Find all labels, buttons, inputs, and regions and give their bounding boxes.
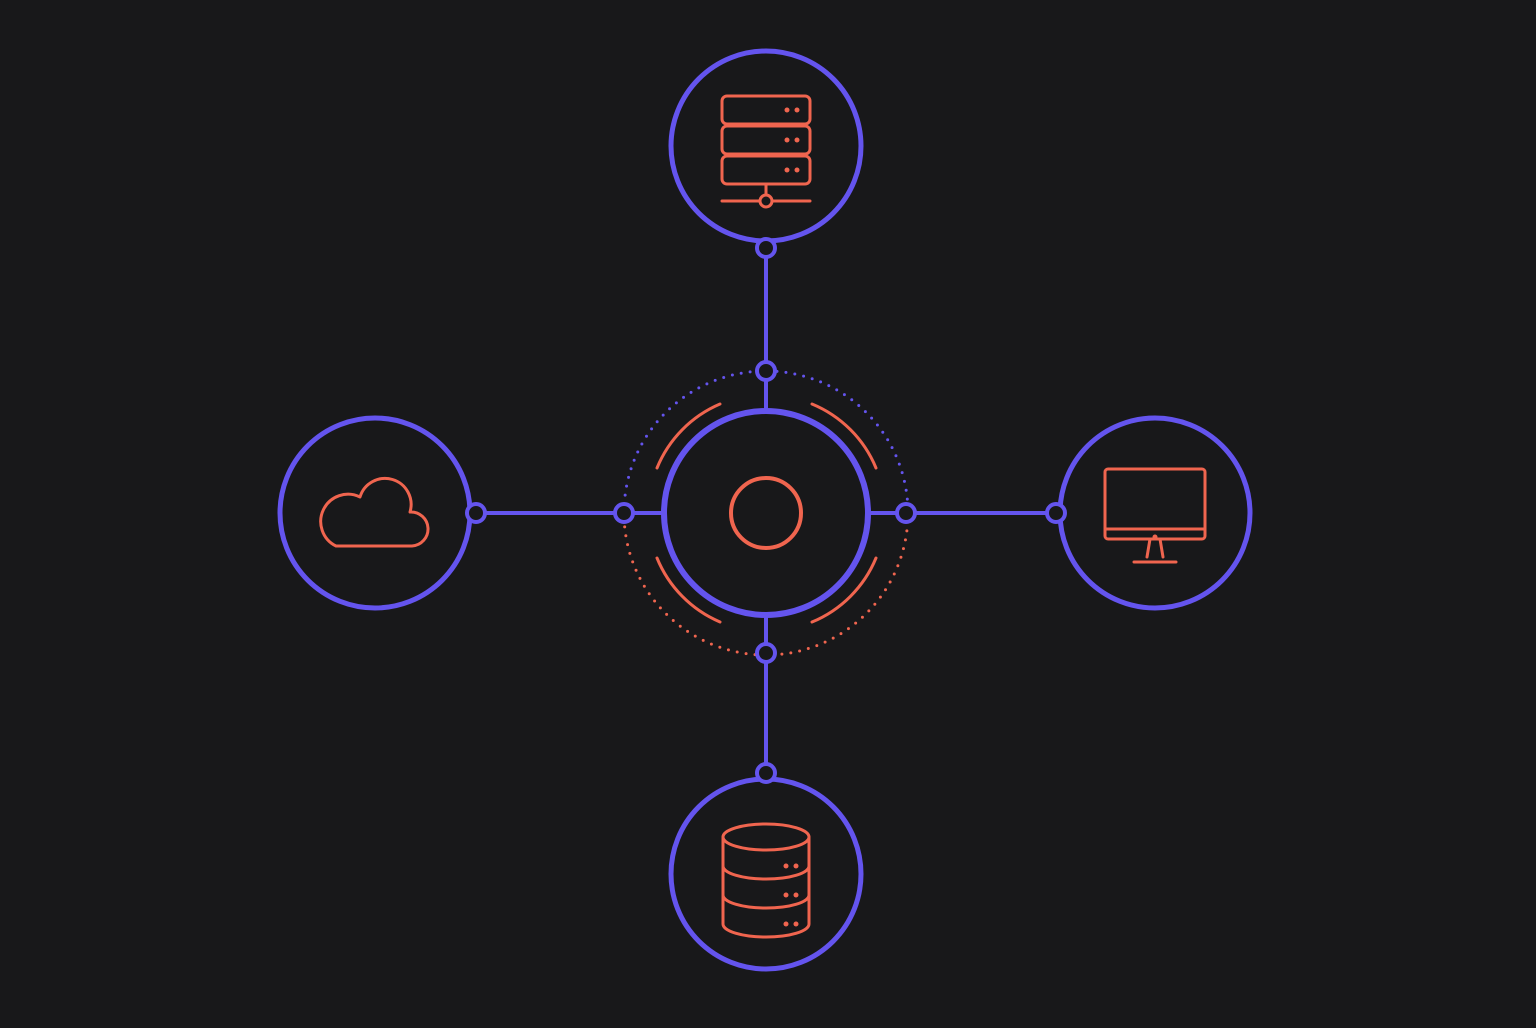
port-hub-left (613, 502, 635, 524)
server-rack-icon (720, 94, 812, 209)
port-top-node (755, 237, 777, 259)
connectors (476, 248, 1056, 773)
node-ring-bottom (668, 776, 864, 972)
hub-node (661, 408, 871, 618)
node-monitor (1057, 415, 1253, 611)
port-bottom-node (755, 762, 777, 784)
database-icon (721, 822, 811, 939)
node-ring-left (277, 415, 473, 611)
node-server (668, 48, 864, 244)
hub-orbit (622, 369, 910, 657)
orbit-dotted-arc-upper (622, 369, 910, 515)
node-ring-top (668, 48, 864, 244)
node-ring-right (1057, 415, 1253, 611)
port-left-node (465, 502, 487, 524)
cloud-icon (319, 476, 430, 548)
desktop-monitor-icon (1103, 467, 1207, 564)
orbit-arc-bottom-left (655, 556, 722, 624)
circle-icon (729, 476, 803, 550)
port-hub-top (755, 360, 777, 382)
orbit-arc-top-left (655, 402, 722, 470)
hub-ring (661, 408, 871, 618)
port-hub-right (895, 502, 917, 524)
orbit-dotted-arc-lower (622, 511, 910, 657)
orbit-arc-bottom-right (810, 556, 878, 624)
ports (465, 237, 1067, 784)
port-right-node (1045, 502, 1067, 524)
node-cloud (277, 415, 473, 611)
port-hub-bottom (755, 642, 777, 664)
orbit-arc-top-right (810, 402, 878, 470)
node-database (668, 776, 864, 972)
